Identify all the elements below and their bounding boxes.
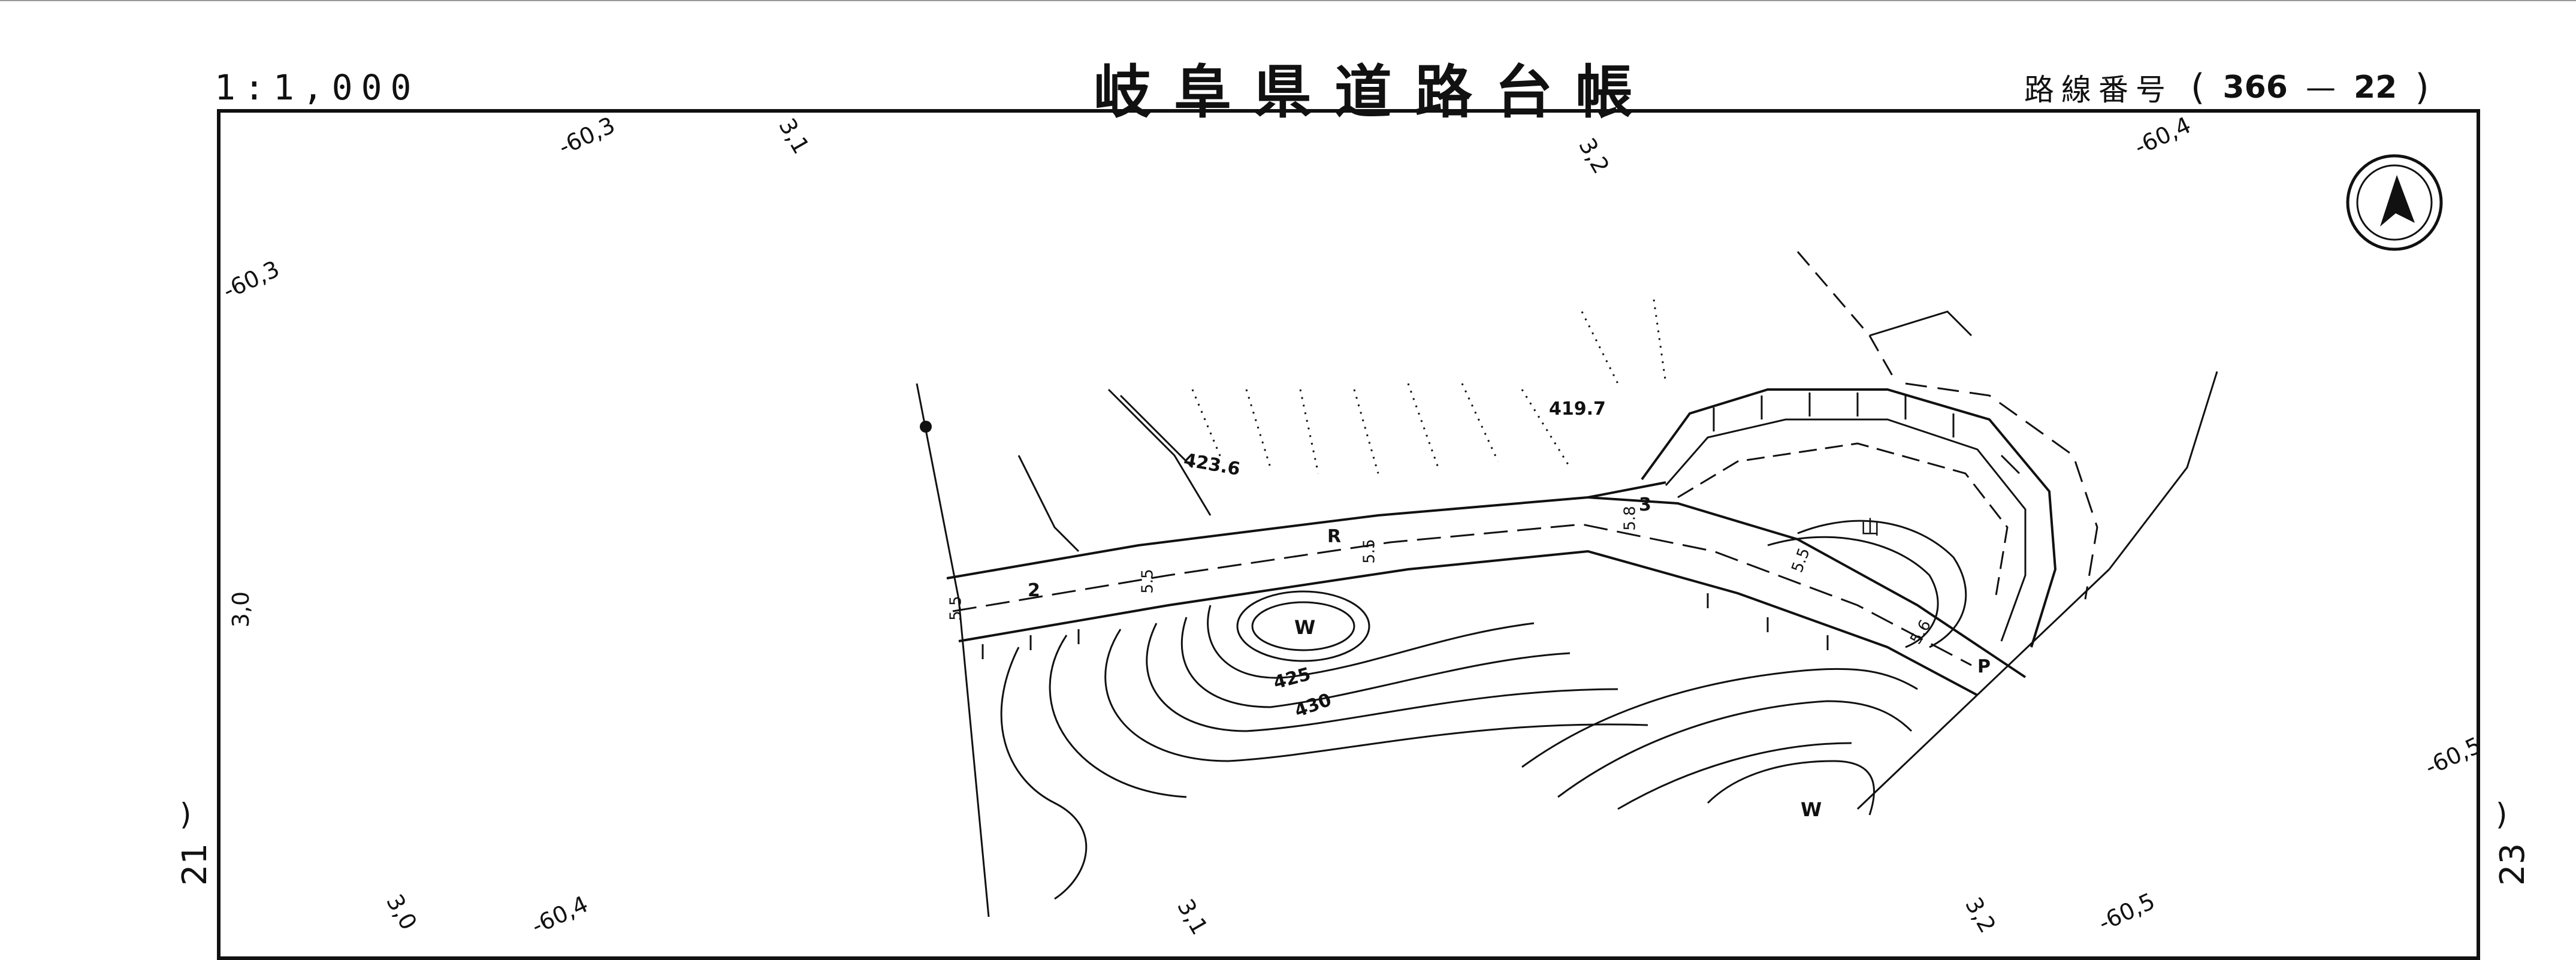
contour-line — [1557, 700, 1913, 798]
prev-sheet-paren: ) — [180, 797, 192, 832]
route-number: 路線番号 ( 366 — 22 ) — [2024, 66, 2429, 109]
west-structure — [1119, 394, 1194, 469]
loop-road-dashed — [1677, 442, 2009, 600]
grid-label-left: 3,0 — [228, 591, 255, 628]
map-boundary-west — [916, 383, 990, 917]
contour-line — [1207, 605, 1535, 679]
next-sheet-paren: ) — [2496, 797, 2508, 832]
elevation-label: 419.7 — [1549, 399, 1606, 419]
water-symbol: W — [1294, 616, 1316, 639]
route-close-paren: ) — [2415, 67, 2429, 108]
road-edge-lower — [958, 550, 1978, 696]
road-width-label: 5.5 — [1138, 569, 1157, 594]
contour-line — [1767, 536, 1939, 648]
benchmark-dot — [920, 421, 932, 433]
north-arrow-icon — [2346, 154, 2443, 251]
sheet-top-edge — [0, 0, 2576, 1]
contour-line — [1146, 623, 1618, 732]
pond-outline — [1251, 601, 1355, 651]
loop-ticks — [1713, 393, 2021, 475]
north-road-edge — [1869, 310, 1973, 337]
slope-hatch — [1461, 383, 1499, 462]
road-tick — [982, 593, 1829, 659]
sheet-no: 22 — [2353, 70, 2397, 105]
loop-road-outer — [1641, 388, 2057, 648]
route-no: 366 — [2222, 70, 2288, 105]
road-diagonal — [1856, 568, 2110, 810]
road-center — [952, 523, 1972, 666]
road-width-label: 5.5 — [947, 596, 965, 621]
slope-hatch — [1191, 389, 1224, 462]
contour-line — [1104, 629, 1648, 762]
route-open-paren: ( — [2191, 67, 2205, 108]
contour-line — [1000, 647, 1088, 900]
water-symbol: W — [1801, 798, 1822, 821]
road-width-label: 5.8 — [1621, 506, 1639, 531]
contour-line — [1797, 520, 1967, 648]
slope-hatch — [1245, 389, 1272, 468]
west-structure — [1017, 455, 1080, 553]
slope-hatch — [1353, 389, 1379, 474]
contour-line — [1180, 617, 1571, 708]
contour-line — [1049, 635, 1187, 798]
page-title: 岐阜県道路台帳 — [1094, 58, 1656, 126]
pond-2-outline — [1707, 760, 1875, 816]
road-label: P — [1977, 656, 1991, 677]
road-edge-upper — [946, 481, 1666, 579]
north-dashed-line — [1796, 251, 1895, 378]
loop-road-inner — [1665, 418, 2027, 642]
slope-hatch — [1299, 389, 1319, 474]
west-structure — [1107, 388, 1212, 516]
contour-line — [1617, 742, 1852, 810]
slope-hatch — [1653, 299, 1667, 384]
slope-hatch — [1581, 311, 1619, 384]
map-boundary-east — [2108, 371, 2218, 570]
pond-outline-outer — [1236, 590, 1370, 662]
road-width-label: 5.5 — [1360, 539, 1379, 564]
route-label: 路線番号 — [2024, 73, 2173, 107]
route-dash: — — [2305, 70, 2336, 105]
slope-hatch — [1407, 383, 1439, 468]
road-edge-upper-2 — [1587, 496, 2027, 678]
road-label: R — [1327, 526, 1342, 547]
road-label: 3 — [1639, 494, 1651, 515]
contour-line — [1521, 668, 1918, 768]
mountain-symbol: 山 — [1861, 516, 1880, 539]
scale-label: 1:1,000 — [215, 67, 420, 108]
road-label: 2 — [1028, 580, 1040, 601]
